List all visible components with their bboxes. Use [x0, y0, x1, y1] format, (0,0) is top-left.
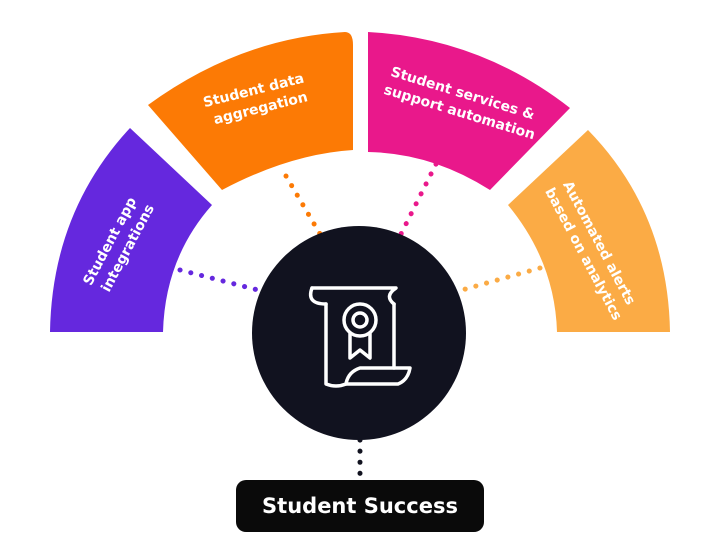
connector-student-services-support-automation — [397, 161, 439, 239]
segment-student-data-aggregation — [148, 32, 353, 190]
student-success-label: Student Success — [262, 494, 458, 518]
segment-student-services-support-automation — [368, 32, 570, 190]
hub-circle — [252, 226, 466, 440]
segment-student-app-integrations — [50, 128, 212, 332]
connector-student-app-integrations — [177, 267, 261, 293]
certificate-scroll-icon — [308, 286, 412, 388]
student-success-badge: Student Success — [236, 480, 484, 532]
connector-student-data-aggregation — [283, 173, 323, 237]
connector-automated-alerts-analytics — [459, 265, 543, 293]
segment-automated-alerts-analytics — [508, 130, 670, 332]
